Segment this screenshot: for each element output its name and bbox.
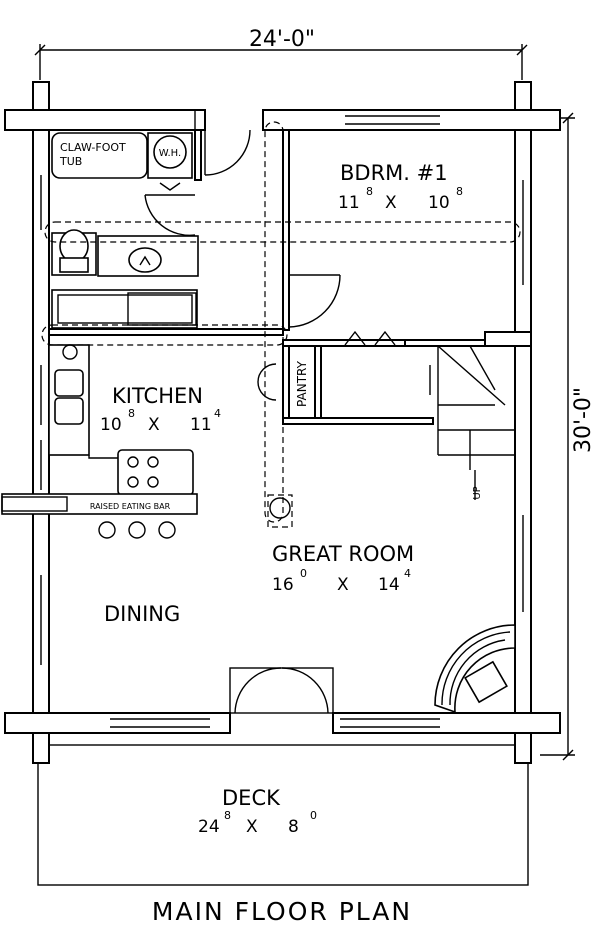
great-room-name: GREAT ROOM: [272, 542, 414, 566]
kitchen-size-a: 10: [100, 415, 122, 435]
tub-label-line1: CLAW-FOOT: [60, 141, 126, 154]
bedroom-size: 11 8 X 10 8: [338, 185, 463, 213]
fireplace: [434, 624, 516, 714]
width-dimension-label: 24'-0": [249, 27, 315, 52]
depth-dimension: [540, 112, 575, 761]
front-doors: [229, 667, 334, 714]
deck-size-b-sup: 0: [310, 809, 317, 822]
stair-up-label: UP: [472, 486, 483, 499]
bedroom-size-a-sup: 8: [366, 185, 373, 198]
toilet: [51, 229, 97, 276]
deck-size-a: 24: [198, 817, 220, 837]
raised-eating-bar: [1, 493, 198, 539]
bedroom-size-by: X: [385, 193, 397, 213]
water-heater: [147, 132, 193, 191]
great-room-size-b-sup: 4: [404, 567, 411, 580]
right-wall: [514, 129, 532, 714]
stair: [429, 345, 515, 500]
great-room-size-a-sup: 0: [300, 567, 307, 580]
bedroom-size-b-sup: 8: [456, 185, 463, 198]
great-room-size-by: X: [337, 575, 349, 595]
kitchen-sink-counter: [48, 344, 180, 459]
water-heater-label: W.H.: [159, 148, 181, 159]
great-room-size-b: 14: [378, 575, 400, 595]
left-wall: [32, 129, 50, 714]
kitchen-size: 10 8 X 11 4: [100, 407, 221, 435]
tub-label-line2: TUB: [59, 155, 82, 168]
deck-size-by: X: [246, 817, 258, 837]
deck-size: 24 8 X 8 0: [198, 809, 317, 837]
great-room-size-a: 16: [272, 575, 294, 595]
kitchen-size-by: X: [148, 415, 160, 435]
bath-hall-door: [144, 194, 196, 237]
plan-title: MAIN FLOOR PLAN: [152, 897, 412, 926]
deck-size-a-sup: 8: [224, 809, 231, 822]
top-wall: [4, 109, 561, 131]
bedroom-name: BDRM. #1: [340, 161, 448, 185]
pantry-label: PANTRY: [295, 360, 309, 407]
bedroom-size-a: 11: [338, 193, 360, 213]
great-room-size: 16 0 X 14 4: [272, 567, 411, 595]
kitchen-range: [117, 449, 194, 496]
kitchen-size-b: 11: [190, 415, 212, 435]
bath-door: [204, 129, 251, 176]
kitchen-size-a-sup: 8: [128, 407, 135, 420]
kitchen-name: KITCHEN: [112, 384, 203, 408]
bath-vanity: [97, 235, 199, 277]
depth-dimension-label: 30'-0": [571, 387, 596, 453]
width-dimension: [34, 44, 528, 80]
dining-name: DINING: [104, 602, 180, 626]
deck-name: DECK: [222, 786, 281, 810]
closet-bifold: [344, 330, 396, 346]
kitchen-size-b-sup: 4: [214, 407, 221, 420]
linen-cabinet: [51, 289, 198, 329]
eating-bar-label: RAISED EATING BAR: [90, 502, 171, 511]
deck-outline: [37, 744, 529, 886]
bottom-wall: [4, 712, 561, 734]
claw-foot-tub: [51, 132, 148, 179]
bedroom-size-b: 10: [428, 193, 450, 213]
bedroom-door: [288, 274, 341, 328]
beam-lines: [41, 121, 521, 528]
deck-size-b: 8: [288, 817, 299, 837]
pantry-doors: [257, 363, 277, 401]
